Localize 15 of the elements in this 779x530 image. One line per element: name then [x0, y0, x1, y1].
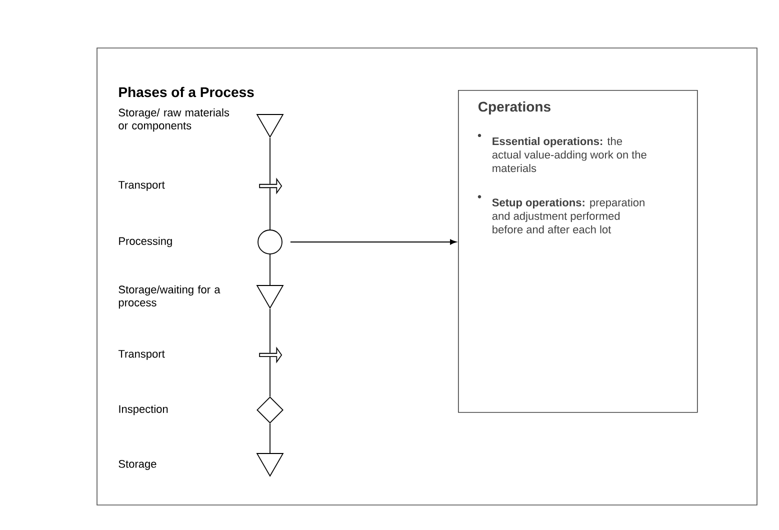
phase-label: Processing — [119, 236, 172, 248]
bullet-text: Setup operations: preparation and adjustment performed before and after each lot — [492, 198, 644, 234]
phase-label: Transport — [118, 350, 165, 360]
circle-symbol — [258, 230, 282, 254]
phase-label: Storage/ raw materials or components — [118, 108, 230, 132]
operations-box — [458, 90, 698, 413]
heading: Cperations — [478, 101, 550, 114]
title: Phases of a Process — [119, 86, 254, 98]
phase-label: Storage/waiting for a process — [118, 285, 220, 309]
phase-label: Transport — [118, 181, 165, 191]
diamond-symbol — [256, 396, 284, 424]
arrow — [290, 239, 457, 245]
bullet-text: Essential operations: the actual value-adding work on the materials — [492, 137, 646, 172]
phase-label: Inspection — [119, 404, 168, 416]
phase-label: Storage — [118, 460, 156, 470]
